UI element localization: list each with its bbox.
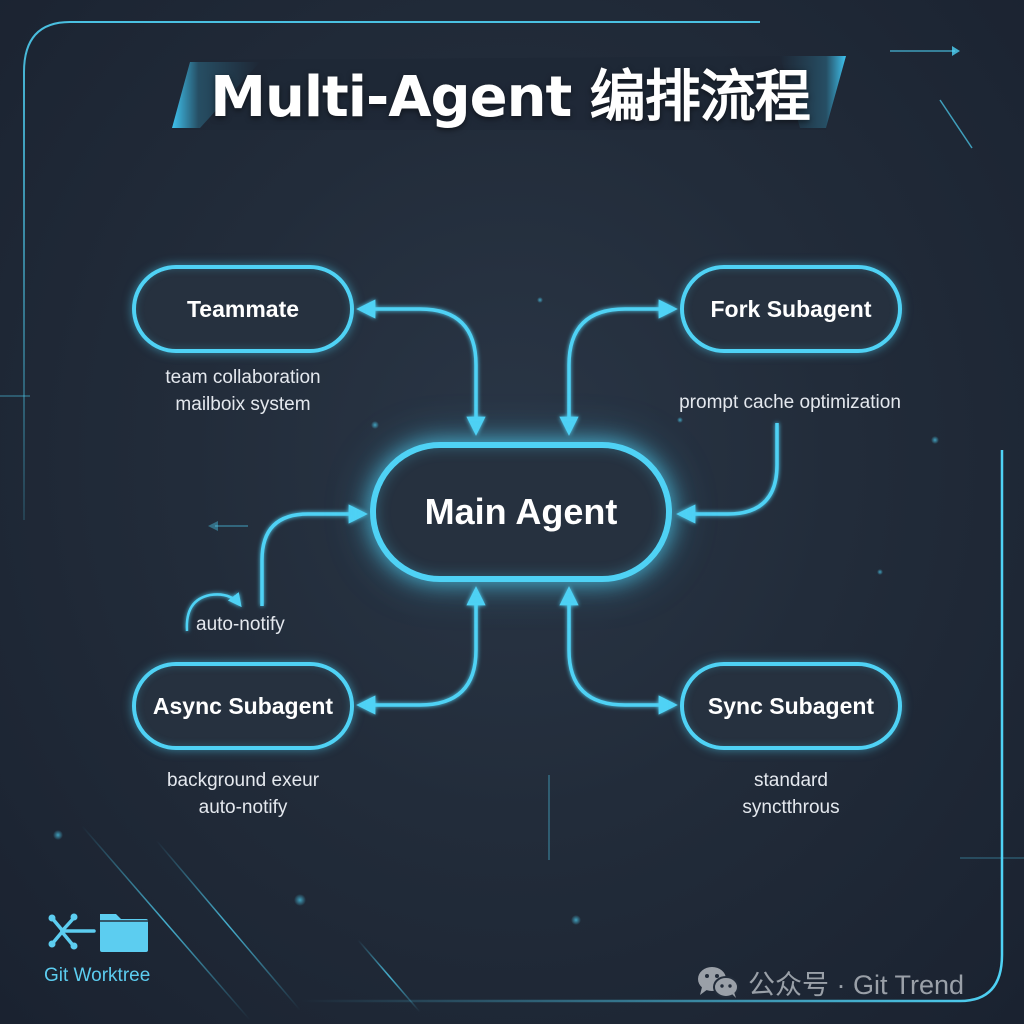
desc-line: mailboix system: [175, 394, 311, 415]
footer-watermark: 公众号 · Git Trend: [696, 962, 964, 1002]
wechat-icon: [698, 967, 739, 998]
node-main-agent-label: Main Agent: [424, 491, 618, 532]
desc-line: auto-notify: [198, 797, 288, 818]
desc-line: synctthrous: [742, 797, 840, 818]
node-fork-subagent[interactable]: Fork Subagent: [680, 265, 902, 353]
git-worktree-badge: Git Worktree: [44, 908, 174, 987]
git-worktree-label: Git Worktree: [44, 965, 151, 986]
desc-line: standard: [754, 770, 828, 791]
edge-fork-main: [559, 299, 678, 436]
edge-main-async: [356, 586, 486, 715]
node-sync-subagent-label: Sync Subagent: [707, 692, 875, 719]
footer-text: 公众号 · Git Trend: [748, 969, 965, 1000]
edge-teammate-main: [356, 299, 486, 436]
node-async-subagent-label: Async Subagent: [152, 692, 334, 719]
desc-line: prompt cache optimization: [679, 392, 901, 413]
node-teammate-label: Teammate: [186, 295, 300, 322]
edge-main-sync: [559, 586, 678, 715]
edge-async-notify: [260, 504, 368, 606]
node-async-subagent-description: background exeur auto-notify: [132, 767, 354, 821]
node-main-agent[interactable]: Main Agent: [370, 442, 672, 582]
edge-fork-return: [676, 423, 779, 524]
desc-line: background exeur: [166, 770, 320, 791]
node-sync-subagent-description: standard synctthrous: [680, 767, 902, 821]
node-fork-subagent-label: Fork Subagent: [710, 295, 872, 322]
diagram-title: Multi-Agent 编排流程: [210, 64, 811, 130]
diagram-title-banner: Multi-Agent 编排流程: [172, 54, 848, 130]
node-teammate-description: team collaboration mailboix system: [132, 364, 354, 418]
node-fork-subagent-description: prompt cache optimization: [650, 389, 930, 416]
auto-notify-annotation: auto-notify: [196, 614, 285, 635]
node-teammate[interactable]: Teammate: [132, 265, 354, 353]
node-sync-subagent[interactable]: Sync Subagent: [680, 662, 902, 750]
auto-notify-loop-icon: [185, 592, 242, 632]
desc-line: team collaboration: [165, 367, 321, 388]
git-branch-folder-icon: [48, 913, 148, 952]
node-async-subagent[interactable]: Async Subagent: [132, 662, 354, 750]
